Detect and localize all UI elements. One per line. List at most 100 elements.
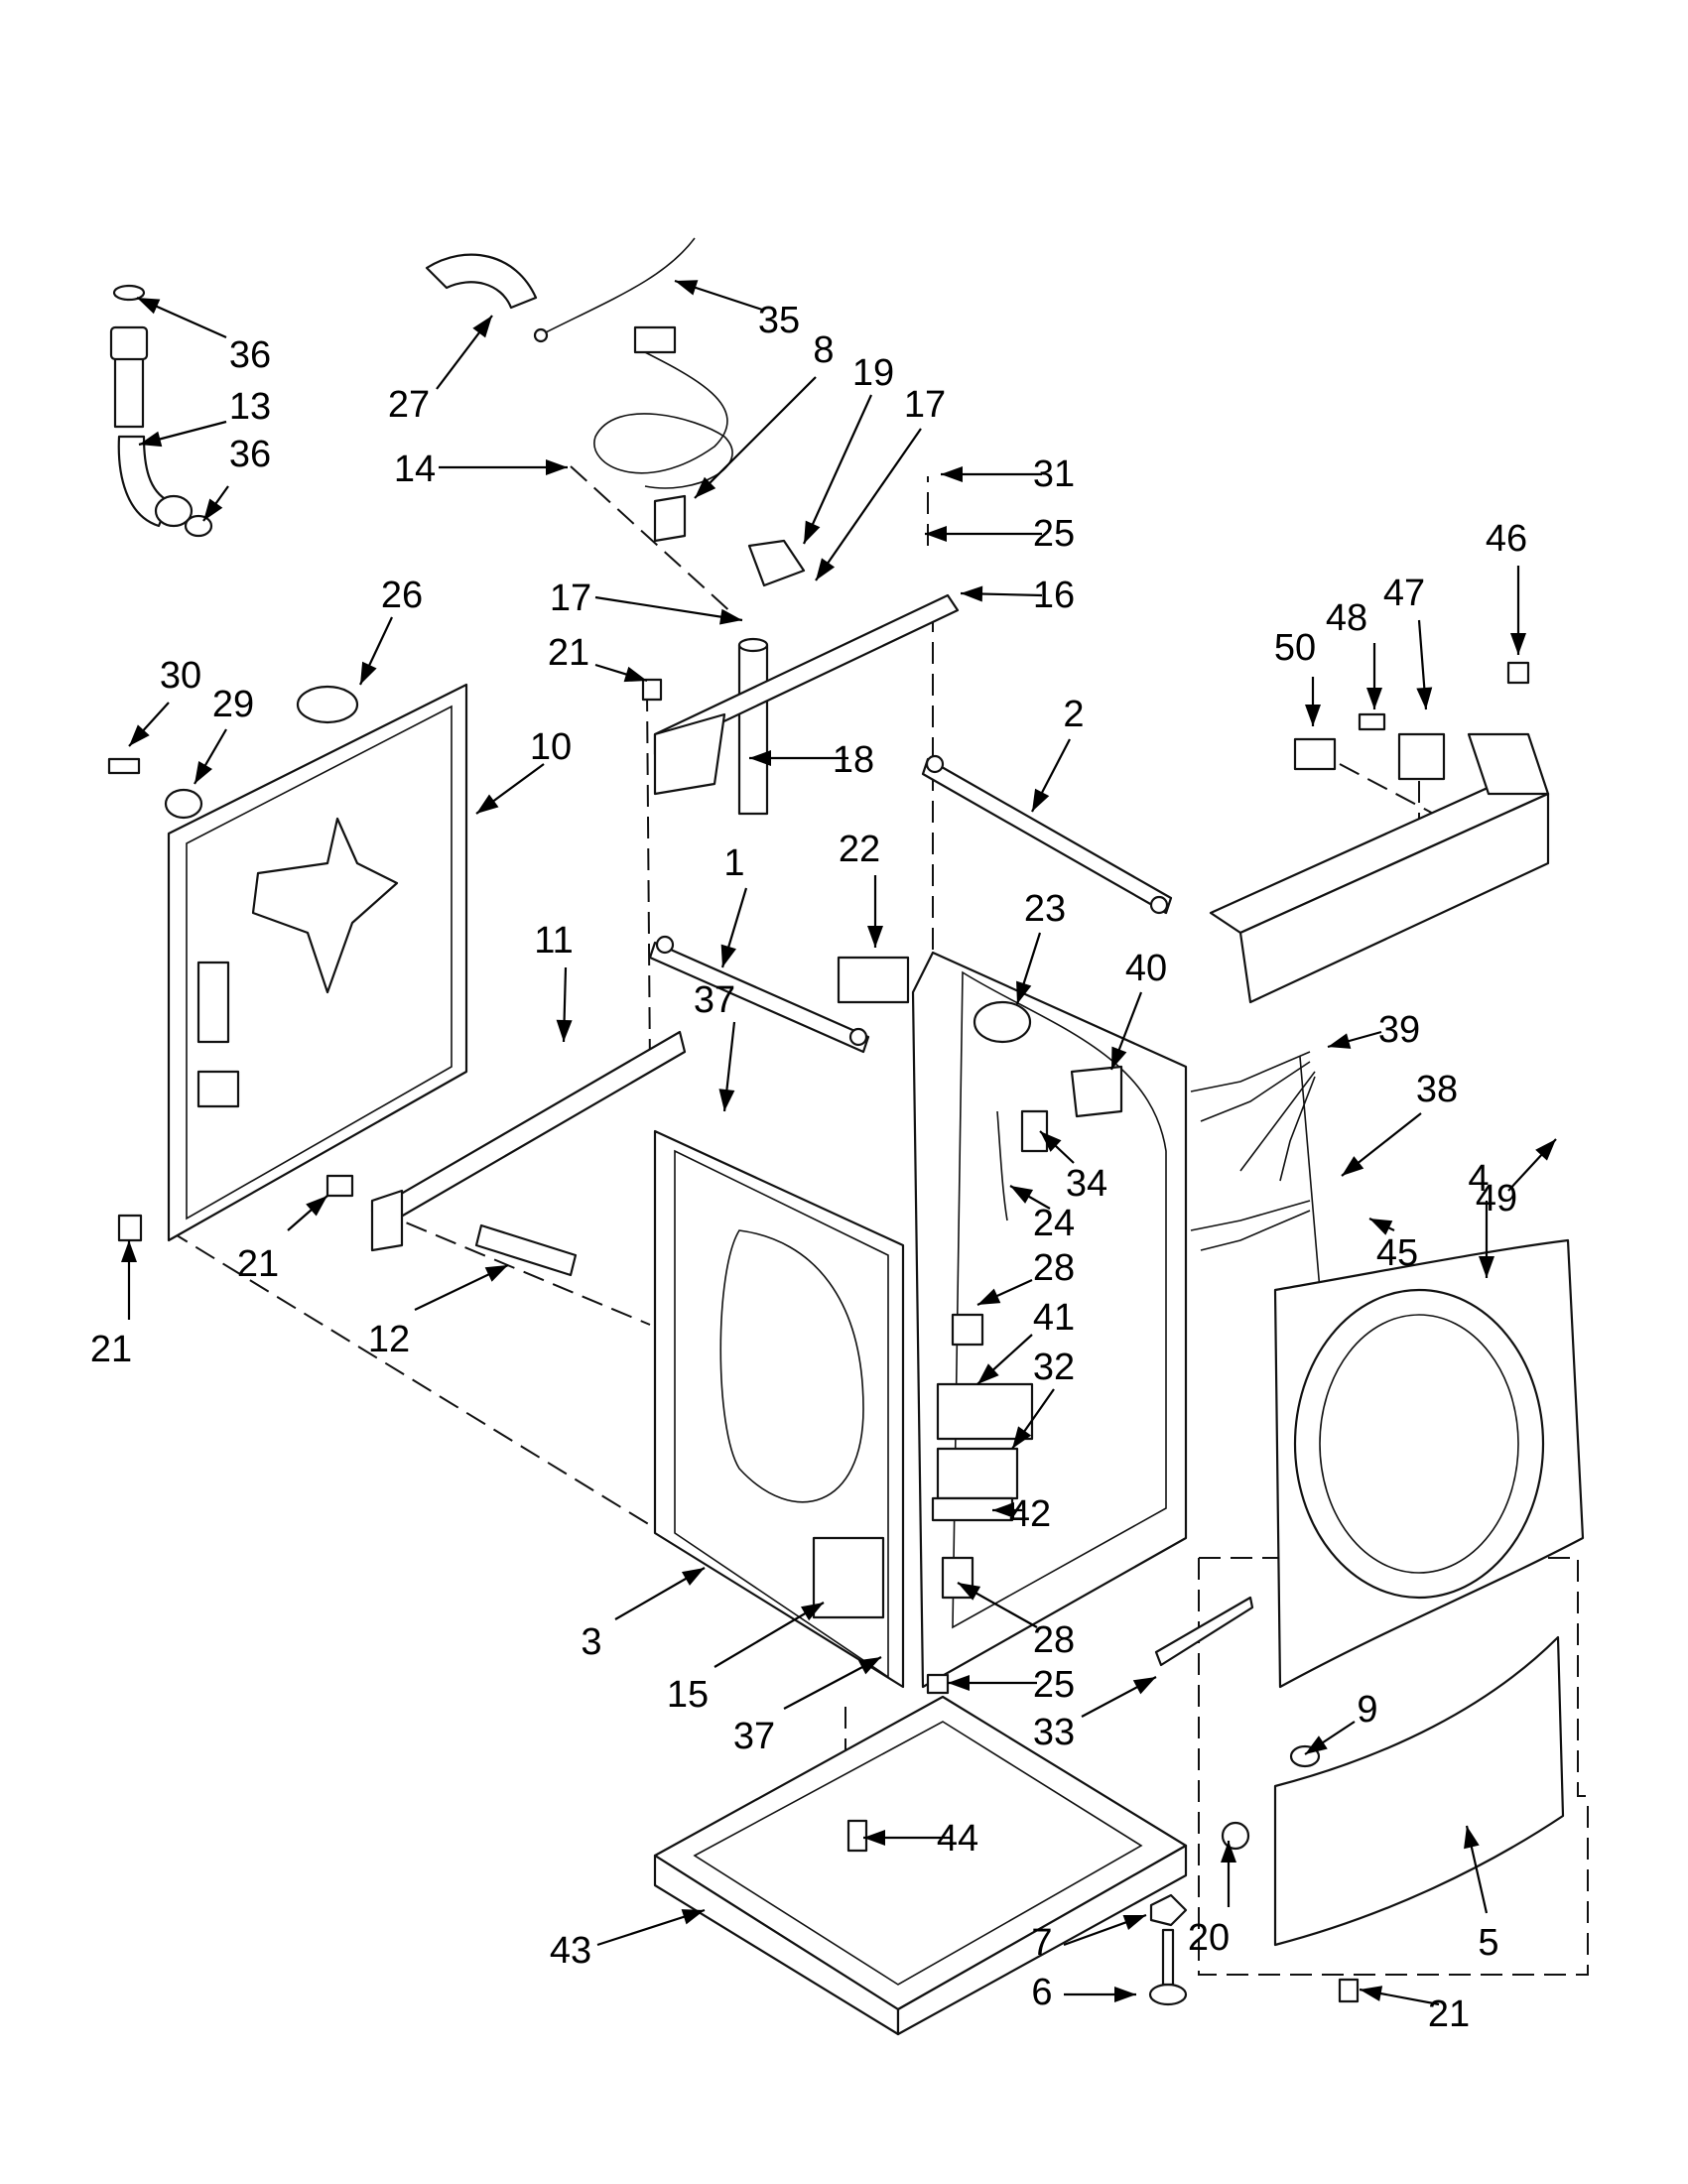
- small-parts: [996, 1109, 1049, 1221]
- callout-number: 10: [530, 726, 572, 768]
- callout-38: 38: [1341, 1069, 1458, 1177]
- arrowhead: [720, 944, 736, 967]
- callout-42: 42: [992, 1493, 1051, 1535]
- top-frame-2: [921, 754, 1173, 915]
- callout-43: 43: [550, 1908, 706, 1972]
- bracket-parts: [1293, 661, 1530, 781]
- arrowhead: [203, 498, 223, 521]
- arrowhead: [1464, 1826, 1480, 1850]
- callout-40: 40: [1109, 948, 1167, 1071]
- arrowhead: [1479, 1256, 1494, 1278]
- arrowhead: [546, 459, 568, 475]
- callout-number: 46: [1486, 518, 1527, 560]
- callout-number: 24: [1033, 1203, 1075, 1244]
- callout-17: 17: [815, 384, 946, 581]
- callout-1: 1: [720, 842, 748, 968]
- arrowhead: [816, 558, 836, 580]
- callout-number: 23: [1024, 888, 1066, 930]
- callout-5: 5: [1464, 1825, 1499, 1964]
- arrowhead: [1122, 1914, 1146, 1931]
- callout-25: 25: [925, 513, 1075, 555]
- callout-25: 25: [948, 1664, 1075, 1706]
- callout-50: 50: [1274, 627, 1321, 726]
- callout-10: 10: [475, 726, 572, 815]
- arrowhead: [1221, 1841, 1236, 1863]
- arrowhead: [867, 926, 883, 948]
- callout-6: 6: [1031, 1972, 1136, 2013]
- callout-8: 8: [694, 329, 835, 499]
- arrowhead: [977, 1363, 999, 1384]
- callout-number: 1: [723, 842, 744, 884]
- callout-34: 34: [1039, 1130, 1107, 1205]
- callout-number: 37: [694, 979, 735, 1021]
- callout-33: 33: [1033, 1676, 1157, 1753]
- callout-22: 22: [839, 829, 883, 948]
- switch-15: [812, 1536, 974, 1619]
- callout-14: 14: [394, 449, 568, 490]
- callout-23: 23: [1015, 888, 1066, 1005]
- callout-2: 2: [1031, 694, 1085, 813]
- callout-12: 12: [368, 1264, 509, 1360]
- top-rear-panel-45: [1209, 732, 1550, 1004]
- callout-number: 21: [90, 1329, 132, 1370]
- callout-number: 28: [1033, 1247, 1075, 1289]
- arrowhead: [1360, 1986, 1383, 2001]
- callout-number: 49: [1476, 1178, 1517, 1220]
- ground-wire-35: [533, 237, 696, 343]
- arrowhead: [941, 466, 963, 482]
- callout-number: 41: [1033, 1297, 1075, 1339]
- callout-number: 21: [1428, 1993, 1470, 2035]
- callout-number: 44: [937, 1818, 978, 1860]
- arrowhead: [1032, 788, 1050, 812]
- callout-16: 16: [960, 575, 1075, 616]
- callout-36: 36: [202, 434, 271, 522]
- callout-number: 32: [1033, 1347, 1075, 1388]
- callout-24: 24: [1009, 1185, 1075, 1244]
- callout-number: 45: [1376, 1232, 1418, 1274]
- callout-21: 21: [1359, 1986, 1470, 2035]
- callout-number: 25: [1033, 513, 1075, 555]
- arrowhead: [476, 794, 499, 814]
- arrowhead: [958, 1583, 981, 1601]
- leader-line: [694, 376, 817, 499]
- arrowhead: [804, 520, 821, 544]
- callout-19: 19: [802, 352, 894, 545]
- cabinet-3: [653, 951, 1188, 1689]
- callout-number: 36: [229, 434, 271, 475]
- callout-number: 48: [1326, 597, 1367, 639]
- callout-number: 11: [534, 920, 573, 962]
- arrowhead: [139, 431, 163, 448]
- bracket-8: [653, 494, 687, 543]
- arrowhead: [1114, 1987, 1136, 2002]
- arrowhead: [977, 1288, 1001, 1305]
- callout-44: 44: [863, 1818, 978, 1860]
- callout-number: 5: [1478, 1922, 1498, 1964]
- callout-number: 21: [548, 632, 589, 674]
- arrowhead: [137, 298, 161, 315]
- wire-harness: [1190, 1051, 1336, 1311]
- arrowhead: [675, 280, 699, 296]
- arrowhead: [556, 1019, 573, 1042]
- leader-line: [815, 428, 922, 581]
- arrowhead: [1369, 1219, 1393, 1235]
- arrowhead: [623, 666, 647, 683]
- callout-number: 6: [1031, 1972, 1052, 2013]
- heater-12: [474, 1223, 578, 1277]
- callout-47: 47: [1383, 573, 1433, 710]
- callout-number: 8: [813, 329, 834, 371]
- arrowhead: [1012, 1426, 1032, 1449]
- callout-35: 35: [674, 279, 800, 341]
- callout-number: 19: [852, 352, 894, 394]
- callout-number: 9: [1357, 1689, 1377, 1731]
- callout-37: 37: [733, 1656, 882, 1757]
- grommet-26: [296, 685, 359, 724]
- arrowhead: [1328, 1033, 1352, 1049]
- arrowhead: [695, 476, 716, 498]
- arrowhead: [1535, 1139, 1556, 1161]
- arrowhead: [1040, 1131, 1062, 1152]
- arrowhead: [1366, 688, 1382, 709]
- callout-36: 36: [136, 296, 271, 376]
- callout-number: 21: [237, 1243, 279, 1285]
